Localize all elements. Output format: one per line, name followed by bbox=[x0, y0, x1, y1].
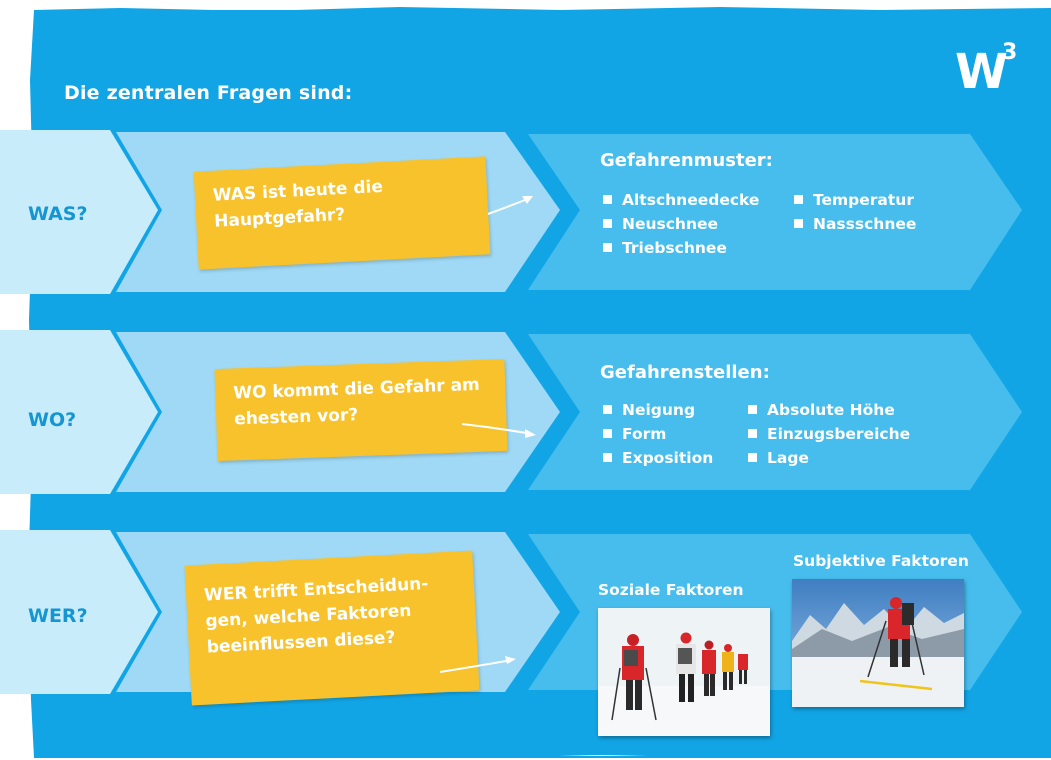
bullet-item: Altschneedecke bbox=[603, 188, 759, 212]
bullet-item: Nassschnee bbox=[794, 212, 916, 236]
bullet-item: Einzugsbereiche bbox=[748, 422, 910, 446]
question-label-wo: WO? bbox=[28, 409, 77, 431]
bullet-list-left: Neigung Form Exposition bbox=[603, 398, 713, 470]
logo-superscript: 3 bbox=[1002, 40, 1018, 65]
bullet-item: Neuschnee bbox=[603, 212, 759, 236]
bullet-item: Lage bbox=[748, 446, 910, 470]
row-was: WAS? WAS ist heute die Hauptgefahr? Gefa… bbox=[0, 130, 1051, 294]
bullet-item: Triebschnee bbox=[603, 236, 759, 260]
bullet-item: Temperatur bbox=[794, 188, 916, 212]
w3-logo: W 3 bbox=[955, 42, 1035, 102]
bullet-item: Exposition bbox=[603, 446, 713, 470]
headline: Die zentralen Fragen sind: bbox=[64, 82, 353, 104]
ski-tourer-mountain-photo bbox=[792, 579, 964, 707]
question-label-was: WAS? bbox=[28, 203, 88, 225]
bullet-item: Neigung bbox=[603, 398, 713, 422]
question-label-wer: WER? bbox=[28, 605, 88, 627]
logo-letter: W bbox=[955, 44, 1008, 100]
bullet-item: Absolute Höhe bbox=[748, 398, 910, 422]
note-arrow-icon bbox=[439, 656, 516, 673]
photo-caption-soziale: Soziale Faktoren bbox=[598, 581, 744, 599]
bullet-list-right: Temperatur Nassschnee bbox=[794, 188, 916, 236]
panel-title-gefahrenstellen: Gefahrenstellen: bbox=[600, 362, 770, 383]
label-chevron bbox=[0, 130, 158, 294]
ski-touring-group-photo bbox=[598, 608, 770, 736]
photo-caption-subjektive: Subjektive Faktoren bbox=[793, 552, 969, 570]
bullet-item: Form bbox=[603, 422, 713, 446]
row-wo: WO? WO kommt die Gefahr am ehesten vor? … bbox=[0, 330, 1051, 494]
panel-title-gefahrenmuster: Gefahrenmuster: bbox=[600, 150, 773, 171]
note-arrow-icon bbox=[461, 423, 536, 438]
row-wer: WER? WER trifft Entscheidun-gen, welche … bbox=[0, 530, 1051, 736]
bullet-list-left: Altschneedecke Neuschnee Triebschnee bbox=[603, 188, 759, 260]
label-chevron bbox=[0, 330, 158, 494]
label-chevron bbox=[0, 530, 158, 694]
bullet-list-right: Absolute Höhe Einzugsbereiche Lage bbox=[748, 398, 910, 470]
note-arrow-icon bbox=[487, 196, 533, 215]
